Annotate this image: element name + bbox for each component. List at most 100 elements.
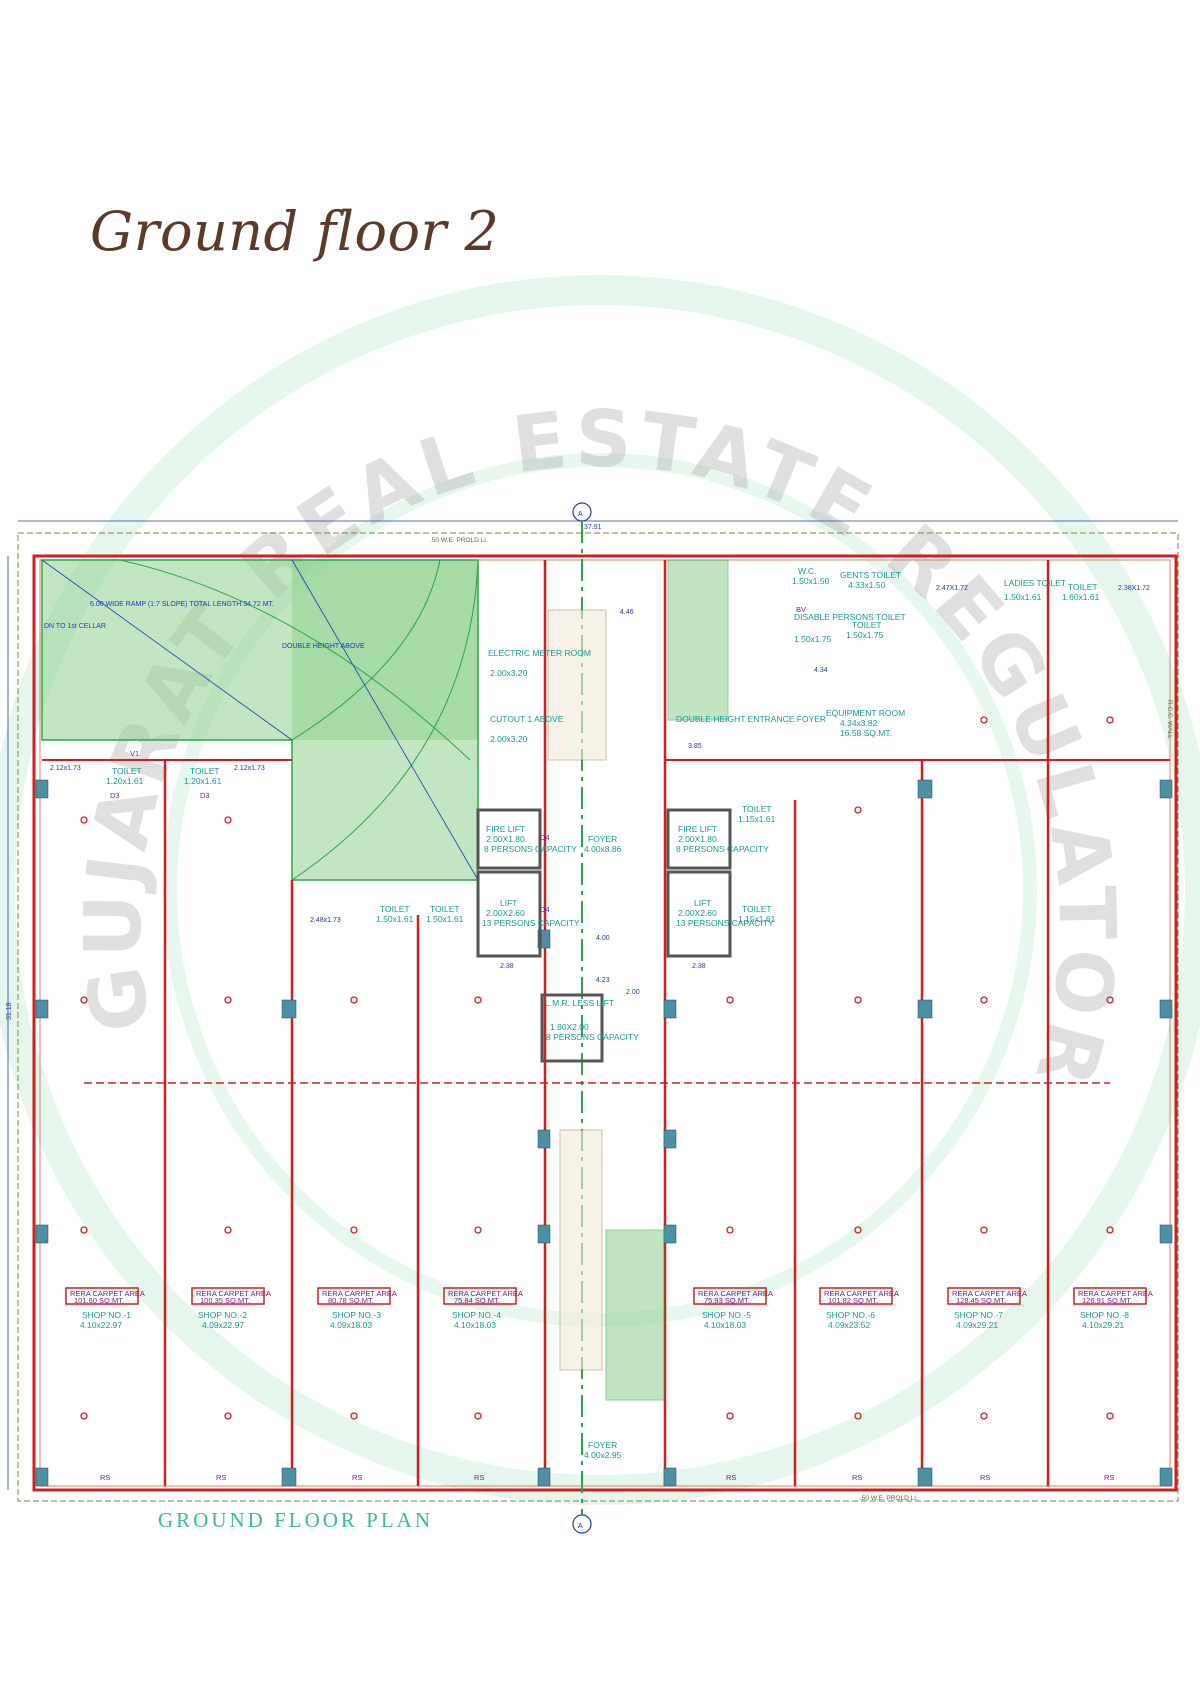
svg-text:2.00x3.20: 2.00x3.20	[490, 668, 528, 678]
svg-text:EQUIPMENT ROOM: EQUIPMENT ROOM	[826, 708, 905, 718]
light-points	[80, 716, 1114, 1420]
svg-text:1.80X2.00: 1.80X2.00	[550, 1022, 589, 1032]
svg-text:SHOP NO.-2: SHOP NO.-2	[198, 1310, 247, 1320]
svg-text:FIRE LIFT: FIRE LIFT	[486, 824, 525, 834]
svg-text:4.10x22.97: 4.10x22.97	[80, 1320, 122, 1330]
svg-text:LIFT: LIFT	[694, 898, 711, 908]
svg-text:13 PERSONS CAPACITY: 13 PERSONS CAPACITY	[482, 918, 580, 928]
svg-text:RS: RS	[474, 1473, 484, 1482]
svg-text:FOYER: FOYER	[588, 834, 617, 844]
shop-3: RERA CARPET AREA 80.78 SQ.MT. SHOP NO.-3…	[317, 1287, 397, 1330]
svg-text:8 PERSONS CAPACITY: 8 PERSONS CAPACITY	[676, 844, 769, 854]
svg-text:D3: D3	[110, 791, 120, 800]
svg-text:80.78 SQ.MT.: 80.78 SQ.MT.	[328, 1296, 374, 1305]
shop-1: RERA CARPET AREA 101.60 SQ.MT. SHOP NO.-…	[65, 1287, 145, 1330]
svg-text:100.35 SQ.MT.: 100.35 SQ.MT.	[200, 1296, 250, 1305]
core-walls	[476, 808, 732, 1063]
svg-text:RERA CARPET AREA: RERA CARPET AREA	[448, 1289, 523, 1298]
shop-6: RERA CARPET AREA 101.82 SQ.MT. SHOP NO.-…	[819, 1287, 899, 1330]
svg-text:4.34: 4.34	[814, 667, 828, 674]
svg-text:RERA CARPET AREA: RERA CARPET AREA	[1078, 1289, 1153, 1298]
svg-text:TOILET: TOILET	[742, 804, 772, 814]
svg-text:SHOP NO.-5: SHOP NO.-5	[702, 1310, 751, 1320]
svg-text:CUTOUT 1 ABOVE: CUTOUT 1 ABOVE	[490, 714, 564, 724]
double-height-note: DOUBLE HEIGHT ABOVE	[282, 643, 365, 650]
svg-text:L.M.R. LESS LIFT: L.M.R. LESS LIFT	[545, 998, 614, 1008]
svg-text:RERA CARPET AREA: RERA CARPET AREA	[824, 1289, 899, 1298]
svg-text:4.23: 4.23	[596, 977, 610, 984]
svg-text:A: A	[578, 1523, 583, 1530]
svg-text:RERA CARPET AREA: RERA CARPET AREA	[952, 1289, 1027, 1298]
svg-text:2.00: 2.00	[626, 989, 640, 996]
svg-text:1.15x1.61: 1.15x1.61	[738, 914, 776, 924]
svg-text:126.91 SQ.MT.: 126.91 SQ.MT.	[1082, 1296, 1132, 1305]
svg-text:2.00X1.80: 2.00X1.80	[678, 834, 717, 844]
svg-text:SHOP NO.-4: SHOP NO.-4	[452, 1310, 501, 1320]
svg-text:2.00x3.20: 2.00x3.20	[490, 734, 528, 744]
svg-text:4.10x18.03: 4.10x18.03	[704, 1320, 746, 1330]
svg-text:13 PERSONS CAPACITY: 13 PERSONS CAPACITY	[676, 918, 774, 928]
door-tags: D3 D3 D4 D4 V1 BV RS RS RS RS RS RS RS R…	[100, 605, 1114, 1482]
svg-text:TOILET: TOILET	[1068, 582, 1098, 592]
svg-text:TOILET: TOILET	[852, 620, 882, 630]
svg-text:1.20x1.61: 1.20x1.61	[184, 776, 222, 786]
svg-text:8 PERSONS CAPACITY: 8 PERSONS CAPACITY	[546, 1032, 639, 1042]
svg-text:ELECTRIC METER ROOM: ELECTRIC METER ROOM	[488, 648, 591, 658]
svg-text:RS: RS	[726, 1473, 736, 1482]
staircase	[547, 609, 607, 1371]
svg-text:4.10x18.03: 4.10x18.03	[454, 1320, 496, 1330]
setback-line	[17, 532, 1179, 1502]
svg-text:D4: D4	[540, 833, 550, 842]
shop-7: RERA CARPET AREA 128.45 SQ.MT. SHOP NO.-…	[947, 1287, 1027, 1330]
bottom-ramp	[605, 1229, 665, 1401]
svg-text:RERA CARPET AREA: RERA CARPET AREA	[698, 1289, 773, 1298]
svg-text:4.09x18.03: 4.09x18.03	[330, 1320, 372, 1330]
svg-text:GENTS TOILET: GENTS TOILET	[840, 570, 901, 580]
svg-text:2.38X1.72: 2.38X1.72	[1118, 585, 1150, 592]
svg-text:1.20x1.61: 1.20x1.61	[106, 776, 144, 786]
page-title: Ground floor 2	[90, 200, 500, 263]
shop-8: RERA CARPET AREA 126.91 SQ.MT. SHOP NO.-…	[1073, 1287, 1153, 1330]
svg-text:16.58 SQ.MT.: 16.58 SQ.MT.	[840, 728, 892, 738]
svg-text:TOILET: TOILET	[742, 904, 772, 914]
svg-text:A: A	[578, 511, 583, 518]
svg-text:101.82 SQ.MT.: 101.82 SQ.MT.	[828, 1296, 878, 1305]
rcc-wall-label: R.C.C. WALL	[1166, 700, 1173, 739]
svg-text:D4: D4	[540, 905, 550, 914]
svg-text:TOILET: TOILET	[190, 766, 220, 776]
svg-text:4.00: 4.00	[596, 935, 610, 942]
svg-text:1.50x1.75: 1.50x1.75	[794, 634, 832, 644]
overall-depth-dim: 31.18	[6, 1002, 13, 1020]
svg-text:SHOP NO.-6: SHOP NO.-6	[826, 1310, 875, 1320]
svg-text:4.33x1.50: 4.33x1.50	[848, 580, 886, 590]
dimension-labels: 2.12x1.73 2.12x1.73 2.48x1.73 2.47X1.72 …	[50, 585, 1150, 996]
svg-text:4.34x3.82: 4.34x3.82	[840, 718, 878, 728]
svg-text:4.09x29.21: 4.09x29.21	[956, 1320, 998, 1330]
overall-width-dim: 37.91	[584, 524, 602, 531]
svg-text:W.C.: W.C.	[798, 566, 816, 576]
svg-text:SHOP NO.-1: SHOP NO.-1	[82, 1310, 131, 1320]
svg-text:DISABLE PERSONS TOILET: DISABLE PERSONS TOILET	[794, 612, 906, 622]
building-outline	[32, 554, 1178, 1492]
svg-text:1.50x1.61: 1.50x1.61	[376, 914, 414, 924]
svg-text:RERA CARPET AREA: RERA CARPET AREA	[322, 1289, 397, 1298]
svg-text:TOILET: TOILET	[430, 904, 460, 914]
svg-text:RS: RS	[1104, 1473, 1114, 1482]
svg-text:LIFT: LIFT	[500, 898, 517, 908]
svg-text:SHOP NO.-7: SHOP NO.-7	[954, 1310, 1003, 1320]
setback-label-top: .50 W.E. PROLD LI.	[430, 537, 488, 544]
svg-text:4.09x23.52: 4.09x23.52	[828, 1320, 870, 1330]
ramp-down-note: DN TO 1st CELLAR	[44, 623, 106, 630]
svg-text:101.60 SQ.MT.: 101.60 SQ.MT.	[74, 1296, 124, 1305]
svg-text:1.60x1.61: 1.60x1.61	[1062, 592, 1100, 602]
svg-text:RS: RS	[980, 1473, 990, 1482]
svg-text:2.00X2.60: 2.00X2.60	[486, 908, 525, 918]
svg-text:2.38: 2.38	[692, 963, 706, 970]
svg-text:V1: V1	[130, 749, 139, 758]
svg-text:4.09x22.97: 4.09x22.97	[202, 1320, 244, 1330]
svg-text:75.93 SQ.MT.: 75.93 SQ.MT.	[704, 1296, 750, 1305]
svg-text:4.00x2.95: 4.00x2.95	[584, 1450, 622, 1460]
svg-text:D3: D3	[200, 791, 210, 800]
